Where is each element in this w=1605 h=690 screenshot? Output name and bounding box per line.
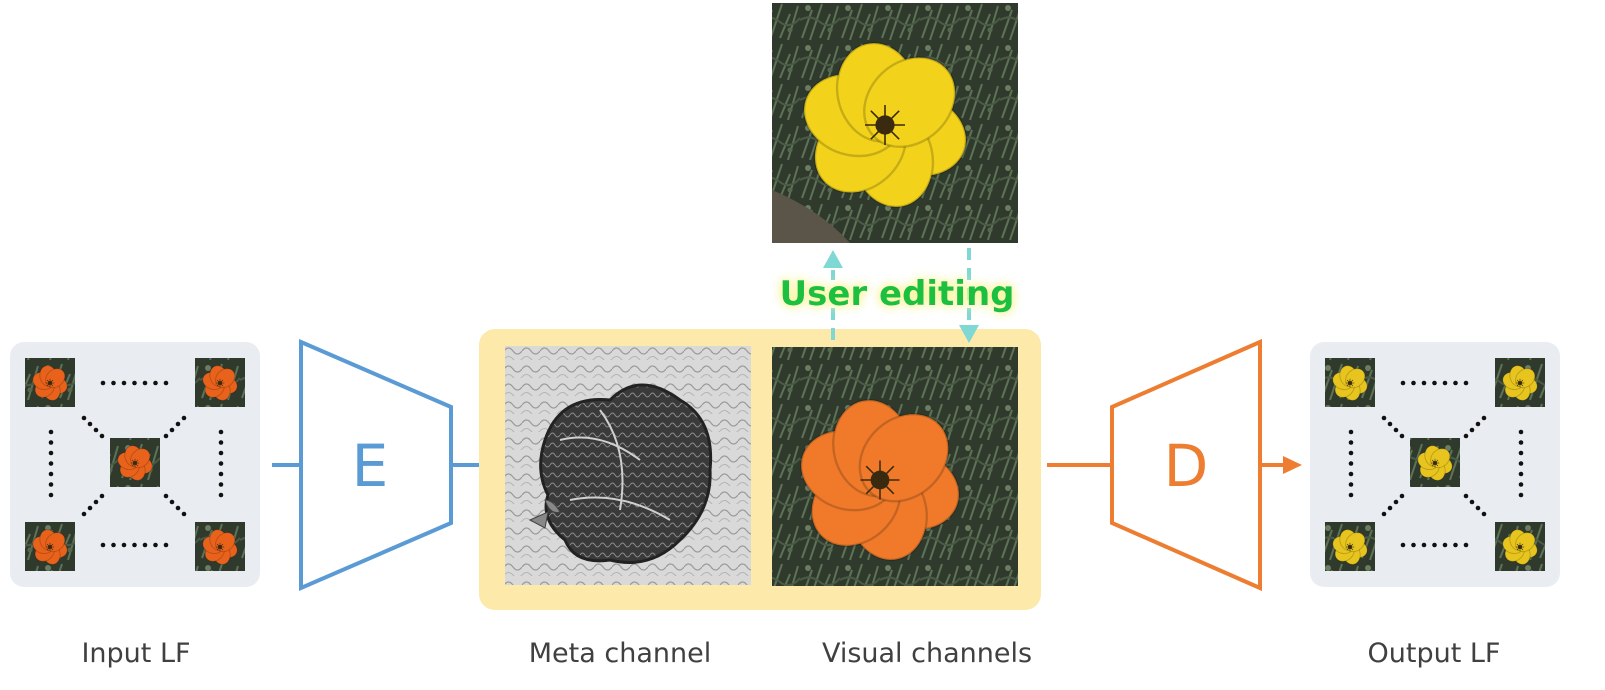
output-lf-caption: Output LF	[1368, 638, 1501, 669]
encoder-trapezoid	[299, 338, 453, 592]
input-lf-caption: Input LF	[81, 638, 190, 669]
input-grid-dots	[48, 380, 224, 548]
lf-view-thumbnail	[1325, 522, 1375, 571]
edit-up-arrow	[823, 250, 843, 340]
lf-view-thumbnail	[1495, 358, 1545, 407]
thumbnail-flower	[202, 365, 238, 401]
thumbnail-flower	[32, 529, 68, 565]
encoder-block: E	[299, 338, 453, 592]
meta-flower-shape	[539, 383, 713, 564]
meta-channel-caption: Meta channel	[529, 638, 711, 669]
input-lf-grid	[10, 342, 260, 587]
thumbnail-flower	[1417, 445, 1453, 481]
edited-yellow-flower	[802, 41, 968, 209]
output-grid-dots	[1348, 380, 1524, 548]
lf-view-thumbnail	[195, 522, 245, 571]
user-editing-label: User editing	[779, 274, 1014, 314]
decoder-block: D	[1110, 338, 1262, 592]
output-lf-grid	[1310, 342, 1560, 587]
visual-channels-flower	[799, 398, 961, 562]
encoder-letter: E	[352, 432, 389, 500]
visual-flower	[799, 398, 961, 562]
thumbnail-flower	[1332, 365, 1368, 401]
decoder-letter: D	[1164, 432, 1209, 500]
meta-channel-image	[505, 346, 751, 585]
thumbnail-flower	[202, 529, 238, 565]
thumbnail-flower	[117, 445, 153, 481]
thumbnail-flower	[1502, 529, 1538, 565]
edit-down-arrow	[959, 248, 979, 343]
lf-view-thumbnail	[25, 358, 75, 407]
edited-image	[772, 3, 1018, 243]
decoder-trapezoid	[1110, 338, 1262, 592]
lf-view-thumbnail	[1495, 522, 1545, 571]
lf-view-thumbnail	[1325, 358, 1375, 407]
visual-channels-caption: Visual channels	[822, 638, 1032, 669]
decoder-to-output-arrow	[1260, 456, 1302, 474]
lf-view-thumbnail	[110, 438, 160, 487]
thumbnail-flower	[1502, 365, 1538, 401]
lf-view-thumbnail	[25, 522, 75, 571]
thumbnail-flower	[1332, 529, 1368, 565]
visual-channels-image	[772, 347, 1018, 586]
edited-flower	[802, 41, 968, 209]
lf-view-thumbnail	[1410, 438, 1460, 487]
thumbnail-flower	[32, 365, 68, 401]
lf-view-thumbnail	[195, 358, 245, 407]
